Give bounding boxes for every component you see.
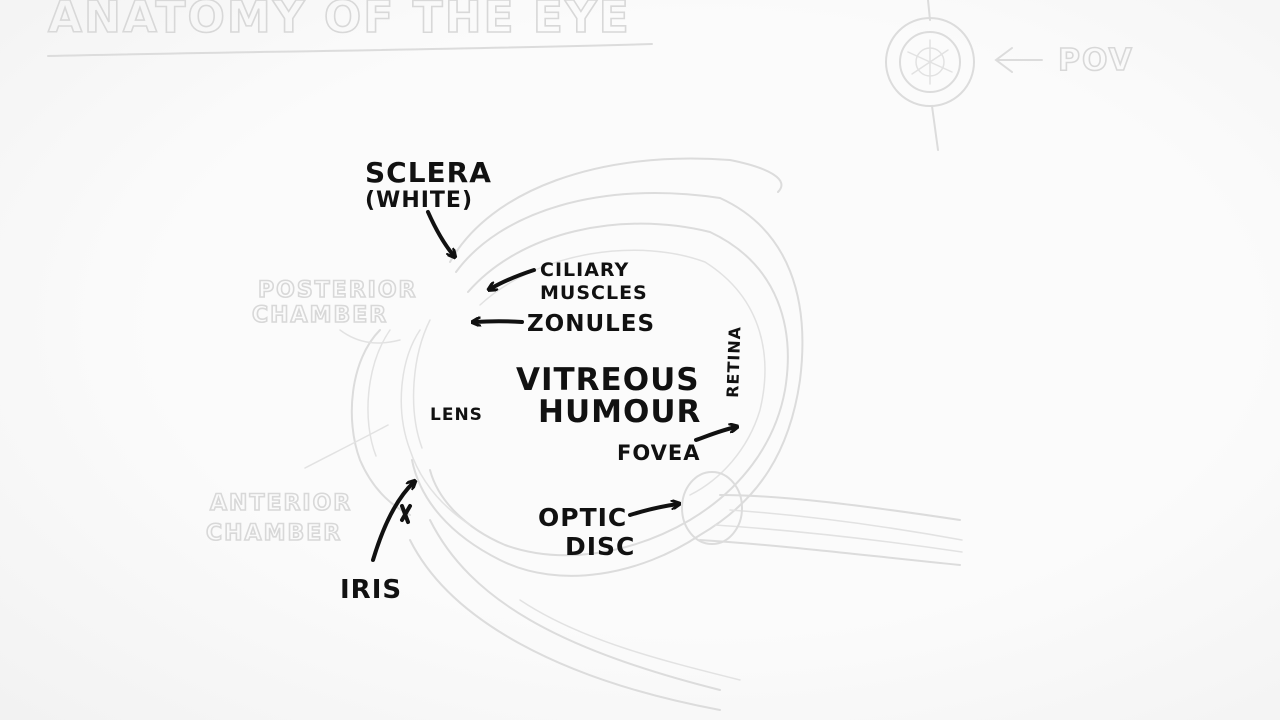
vitreous-label: VITREOUS	[516, 362, 700, 398]
iris-label: IRIS	[340, 575, 402, 605]
lens-label: LENS	[430, 405, 483, 425]
title-underline	[47, 43, 653, 57]
muscles-label: MUSCLES	[540, 282, 648, 304]
optic-arrow	[628, 504, 678, 517]
iris-arrow-lower	[400, 504, 412, 524]
zonules-label: ZONULES	[527, 311, 655, 337]
eye-outline	[304, 157, 963, 711]
zonules-arrow	[474, 321, 524, 322]
fovea-arrow	[694, 427, 736, 442]
title-text: ANATOMY OF THE EYE	[48, 0, 631, 43]
iris-arrow-upper	[371, 482, 414, 562]
anterior-chamber-label-2: CHAMBER	[206, 521, 342, 546]
pov-label: POV	[1058, 43, 1134, 78]
sclera-label: SCLERA	[365, 156, 492, 189]
humour-label: HUMOUR	[538, 394, 701, 430]
ciliary-arrow	[490, 268, 536, 289]
posterior-chamber-label-1: POSTERIOR	[258, 278, 417, 303]
retina-label: RETINA	[723, 326, 744, 399]
sclera-arrow	[426, 210, 454, 256]
anterior-chamber-label-1: ANTERIOR	[210, 491, 352, 516]
ciliary-label: CILIARY	[540, 259, 629, 281]
optic-label: OPTIC	[538, 503, 627, 532]
disc-label: DISC	[565, 532, 635, 561]
posterior-chamber-label-2: CHAMBER	[252, 303, 388, 328]
pov-arrow	[994, 47, 1043, 73]
pov-eye-icon	[885, 0, 975, 151]
sclera-white-label: (WHITE)	[365, 188, 473, 213]
fovea-label: FOVEA	[617, 441, 700, 465]
